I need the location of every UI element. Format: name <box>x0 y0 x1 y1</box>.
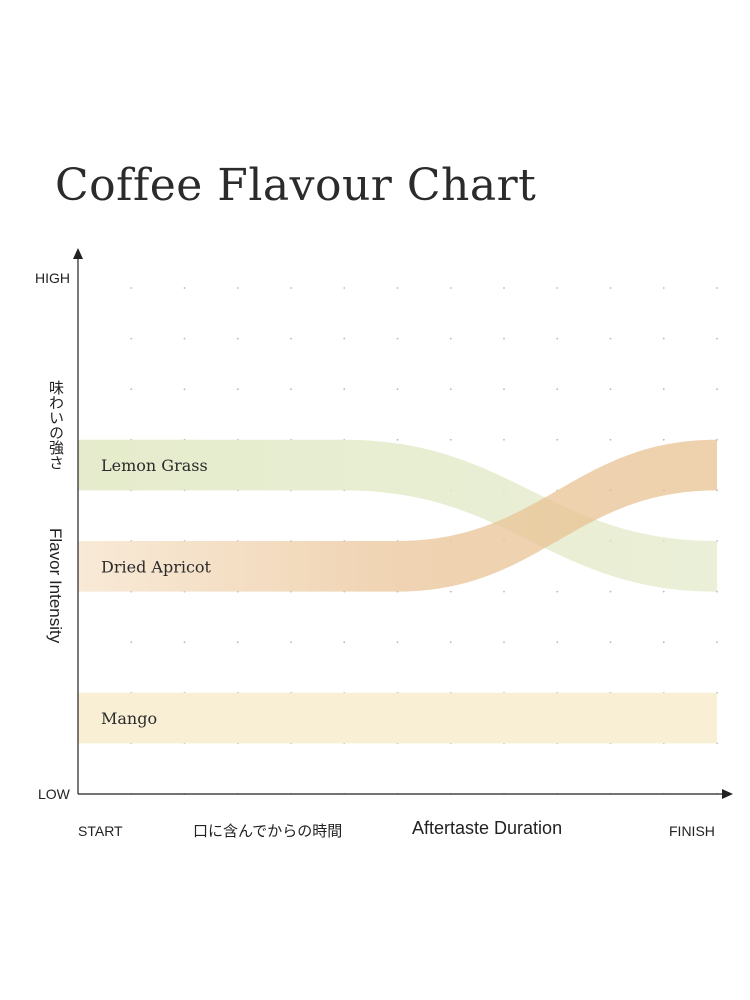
grid-dot <box>130 287 133 289</box>
grid-dot <box>343 388 346 391</box>
grid-dot <box>343 337 346 340</box>
grid-dot <box>236 641 239 644</box>
grid-dot <box>662 590 665 593</box>
grid-dot <box>662 388 665 391</box>
band-dried-apricot <box>78 439 717 592</box>
y-axis-label-japanese: 味わいの強さ <box>47 380 65 470</box>
grid-dot <box>716 641 718 644</box>
grid-dot <box>609 388 612 391</box>
grid-dot <box>236 337 239 340</box>
grid-dot <box>609 337 612 340</box>
grid-dot <box>662 337 665 340</box>
band-mango <box>78 692 717 744</box>
grid-dot <box>343 287 346 289</box>
grid-dot <box>716 337 718 340</box>
grid-dot <box>130 388 133 391</box>
grid-dot <box>662 438 665 441</box>
grid-dot <box>290 388 292 391</box>
grid-dot <box>290 337 292 340</box>
chart-title: Coffee Flavour Chart <box>55 160 537 211</box>
grid-dot <box>183 641 186 644</box>
grid-dot <box>556 438 559 441</box>
band-label-dried-apricot: Dried Apricot <box>101 557 212 576</box>
axes <box>73 248 733 799</box>
x-axis-arrow <box>722 789 733 799</box>
grid-dot <box>503 641 505 644</box>
grid-dot <box>290 641 292 644</box>
band-lemon-grass <box>78 439 717 592</box>
grid-dot <box>503 388 505 391</box>
grid-dot <box>609 590 612 593</box>
grid-dot <box>183 287 186 289</box>
y-tick-low: LOW <box>38 786 70 802</box>
grid-dot <box>290 287 292 289</box>
grid-dot <box>662 641 665 644</box>
grid-dot <box>556 388 559 391</box>
grid-dot <box>396 641 399 644</box>
grid-dot <box>449 388 452 391</box>
band-label-mango: Mango <box>101 709 157 728</box>
grid-dot <box>609 641 612 644</box>
x-tick-start: START <box>78 823 123 839</box>
grid-dot <box>130 337 133 340</box>
grid-dot <box>396 287 399 289</box>
grid-dot <box>449 641 452 644</box>
grid-dot <box>503 590 505 593</box>
grid-dot <box>609 287 612 289</box>
grid-dot <box>343 641 346 644</box>
x-axis-label-japanese: 口に含んでからの時間 <box>193 822 343 840</box>
grid-dot <box>449 590 452 593</box>
grid-dot <box>449 337 452 340</box>
band-label-lemon-grass: Lemon Grass <box>101 456 208 475</box>
grid-dot <box>503 287 505 289</box>
grid-dot <box>236 287 239 289</box>
grid-dot <box>183 388 186 391</box>
grid-dot <box>556 287 559 289</box>
x-axis-label-english: Aftertaste Duration <box>412 818 563 838</box>
grid-dot <box>236 388 239 391</box>
grid-dot <box>503 337 505 340</box>
y-axis-label-english: Flavor Intensity <box>46 528 65 644</box>
grid-dot <box>503 438 505 441</box>
grid-dot <box>183 337 186 340</box>
grid-dot <box>716 287 718 289</box>
grid-dot <box>716 388 718 391</box>
x-tick-finish: FINISH <box>669 823 715 839</box>
grid-dot <box>396 337 399 340</box>
grid-dot <box>130 641 133 644</box>
grid-dot <box>609 438 612 441</box>
grid-dot <box>556 337 559 340</box>
grid-dot <box>556 590 559 593</box>
grid-dot <box>396 438 399 441</box>
grid-dot <box>662 287 665 289</box>
grid-dot <box>449 287 452 289</box>
grid-dot <box>396 388 399 391</box>
y-tick-high: HIGH <box>35 270 70 286</box>
grid-dot <box>449 438 452 441</box>
grid-dot <box>556 641 559 644</box>
y-axis-arrow <box>73 248 83 259</box>
